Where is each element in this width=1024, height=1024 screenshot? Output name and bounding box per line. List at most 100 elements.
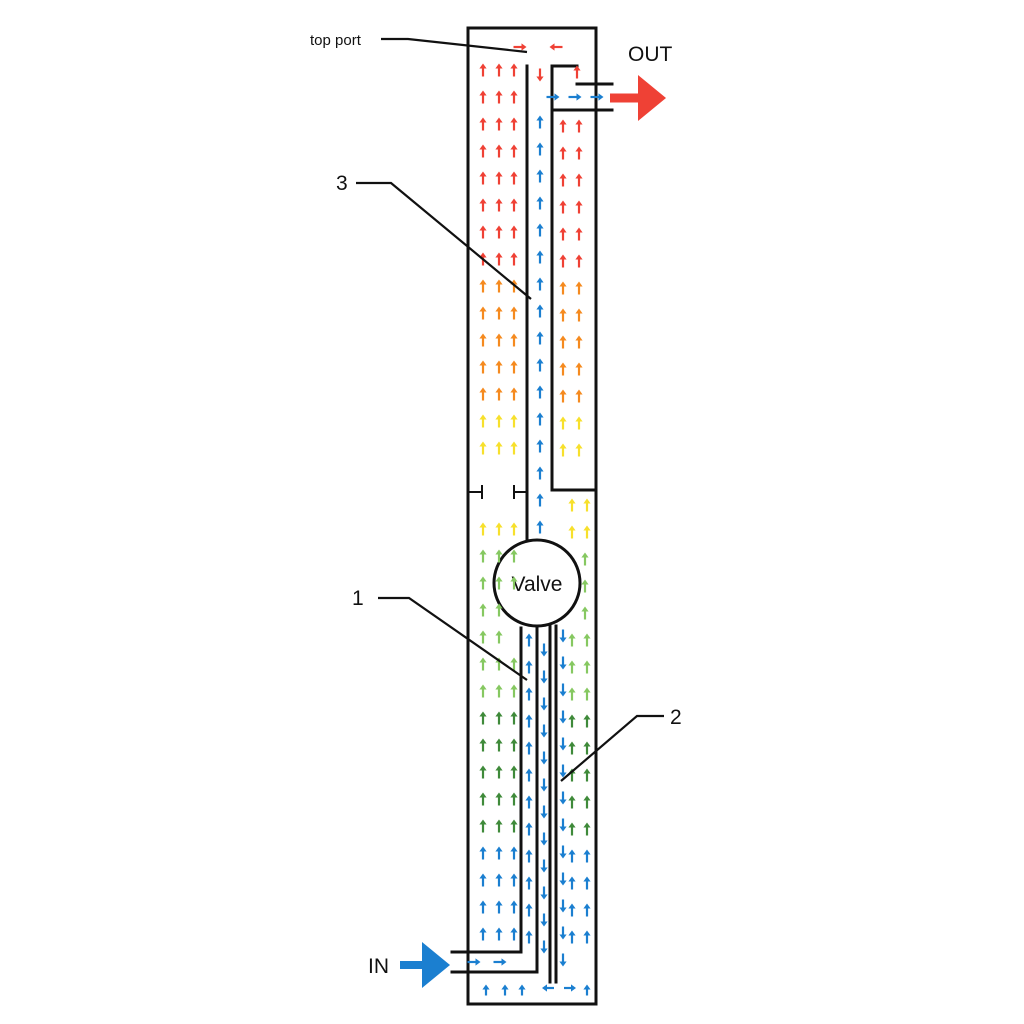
left-arrow-icon (542, 984, 554, 992)
down-arrow-icon (559, 872, 567, 886)
up-arrow-icon (536, 115, 544, 129)
up-arrow-icon (510, 414, 518, 428)
up-arrow-icon (510, 171, 518, 185)
callout-3-leader (356, 181, 532, 300)
up-arrow-icon (536, 493, 544, 507)
up-arrow-icon (568, 714, 576, 728)
up-arrow-icon (575, 443, 583, 457)
up-arrow-icon (525, 714, 533, 728)
up-arrow-icon (510, 198, 518, 212)
callout-3-label: 3 (336, 172, 348, 195)
up-arrow-icon (495, 360, 503, 374)
up-arrow-icon (495, 225, 503, 239)
up-arrow-icon (482, 984, 490, 996)
down-arrow-icon (540, 832, 548, 846)
up-arrow-icon (568, 849, 576, 863)
up-arrow-icon (559, 416, 567, 430)
up-arrow-icon (479, 927, 487, 941)
up-arrow-icon (518, 984, 526, 996)
down-arrow-icon (559, 629, 567, 643)
up-arrow-icon (575, 227, 583, 241)
up-arrow-icon (568, 633, 576, 647)
up-arrow-icon (495, 441, 503, 455)
up-arrow-icon (495, 576, 503, 590)
up-arrow-icon (536, 223, 544, 237)
callout-1-label: 1 (352, 587, 364, 610)
up-arrow-icon (510, 657, 518, 671)
up-arrow-icon (575, 335, 583, 349)
up-arrow-icon (510, 117, 518, 131)
up-arrow-icon (583, 687, 591, 701)
right-arrow-icon (493, 958, 507, 966)
up-arrow-icon (568, 903, 576, 917)
up-arrow-icon (510, 792, 518, 806)
up-arrow-icon (536, 385, 544, 399)
up-arrow-icon (583, 984, 591, 996)
up-arrow-icon (568, 687, 576, 701)
up-arrow-icon (536, 169, 544, 183)
up-arrow-icon (495, 927, 503, 941)
up-arrow-icon (510, 252, 518, 266)
up-arrow-icon (501, 984, 509, 996)
inlet-flow-arrow (400, 942, 450, 988)
up-arrow-icon (583, 903, 591, 917)
up-arrow-icon (479, 792, 487, 806)
left-arrow-icon (549, 43, 563, 51)
up-arrow-icon (510, 522, 518, 536)
down-arrow-icon (540, 724, 548, 738)
up-arrow-icon (510, 387, 518, 401)
up-arrow-icon (479, 333, 487, 347)
down-arrow-icon (540, 859, 548, 873)
up-arrow-icon (559, 281, 567, 295)
up-arrow-icon (495, 63, 503, 77)
right-arrow-icon (568, 93, 582, 101)
up-arrow-icon (510, 576, 518, 590)
down-arrow-icon (559, 845, 567, 859)
up-arrow-icon (479, 117, 487, 131)
right-arrow-icon (564, 984, 576, 992)
up-arrow-icon (479, 657, 487, 671)
up-arrow-icon (575, 416, 583, 430)
up-arrow-icon (510, 711, 518, 725)
up-arrow-icon (510, 441, 518, 455)
up-arrow-icon (583, 714, 591, 728)
up-arrow-icon (583, 849, 591, 863)
down-arrow-icon (559, 737, 567, 751)
up-arrow-icon (525, 849, 533, 863)
up-arrow-icon (559, 443, 567, 457)
up-arrow-icon (495, 900, 503, 914)
up-arrow-icon (495, 684, 503, 698)
in-label: IN (368, 955, 389, 978)
up-arrow-icon (536, 250, 544, 264)
down-arrow-icon (540, 805, 548, 819)
up-arrow-icon (583, 930, 591, 944)
down-arrow-icon (540, 670, 548, 684)
up-arrow-icon (536, 412, 544, 426)
up-arrow-icon (479, 279, 487, 293)
up-arrow-icon (495, 171, 503, 185)
up-arrow-icon (559, 119, 567, 133)
up-arrow-icon (559, 173, 567, 187)
up-arrow-icon (559, 227, 567, 241)
down-arrow-icon (540, 778, 548, 792)
up-arrow-icon (583, 633, 591, 647)
up-arrow-icon (575, 362, 583, 376)
up-arrow-icon (568, 930, 576, 944)
up-arrow-icon (583, 498, 591, 512)
up-arrow-icon (479, 441, 487, 455)
up-arrow-icon (479, 360, 487, 374)
up-arrow-icon (479, 549, 487, 563)
up-arrow-icon (583, 795, 591, 809)
up-arrow-icon (525, 633, 533, 647)
up-arrow-icon (568, 498, 576, 512)
up-arrow-icon (510, 765, 518, 779)
up-arrow-icon (479, 900, 487, 914)
up-arrow-icon (510, 225, 518, 239)
up-arrow-icon (479, 414, 487, 428)
up-arrow-icon (510, 549, 518, 563)
down-arrow-icon (559, 710, 567, 724)
up-arrow-icon (510, 873, 518, 887)
up-arrow-icon (510, 306, 518, 320)
up-arrow-icon (536, 277, 544, 291)
down-arrow-icon (540, 751, 548, 765)
